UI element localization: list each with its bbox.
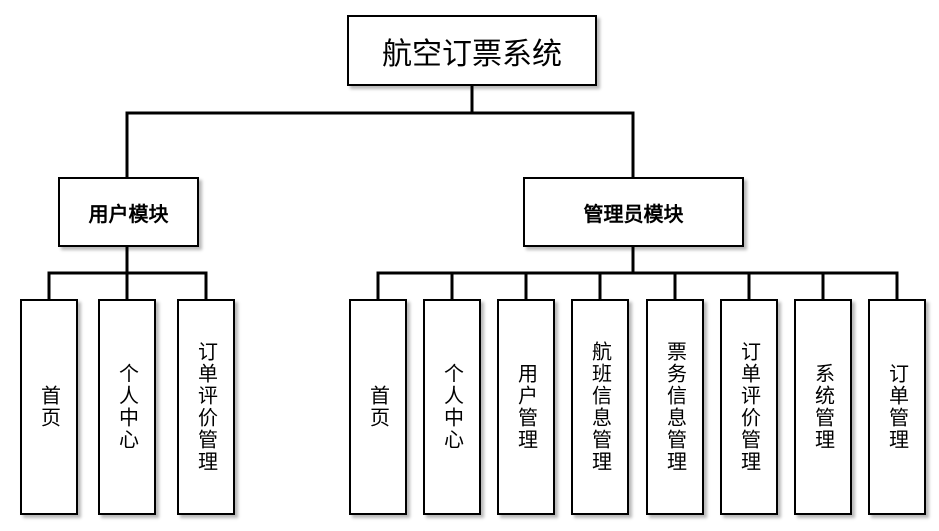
admin-leaf-node: 订单评价管理 xyxy=(720,299,778,515)
root-node: 航空订票系统 xyxy=(347,15,597,86)
user-leaf-node: 首页 xyxy=(20,299,78,515)
admin-leaf-node: 首页 xyxy=(349,299,407,515)
admin-leaf-node: 用户管理 xyxy=(497,299,555,515)
user-module-node: 用户模块 xyxy=(58,177,199,247)
admin-leaf-node: 系统管理 xyxy=(794,299,852,515)
admin-leaf-label: 系统管理 xyxy=(811,363,836,451)
admin-module-label: 管理员模块 xyxy=(583,201,684,226)
root-label: 航空订票系统 xyxy=(382,36,562,72)
admin-leaf-label: 首页 xyxy=(366,385,391,429)
admin-leaf-label: 个人中心 xyxy=(440,363,465,451)
admin-leaf-label: 航班信息管理 xyxy=(588,341,613,473)
admin-leaf-label: 票务信息管理 xyxy=(663,341,688,473)
user-leaf-node: 个人中心 xyxy=(98,299,156,515)
admin-leaf-node: 个人中心 xyxy=(423,299,481,515)
user-module-label: 用户模块 xyxy=(88,201,169,226)
admin-leaf-label: 订单管理 xyxy=(885,363,910,451)
admin-leaf-label: 订单评价管理 xyxy=(737,341,762,473)
admin-leaf-label: 用户管理 xyxy=(514,363,539,451)
admin-leaf-node: 航班信息管理 xyxy=(571,299,629,515)
admin-module-node: 管理员模块 xyxy=(523,177,744,247)
admin-leaf-node: 票务信息管理 xyxy=(646,299,704,515)
admin-leaf-node: 订单管理 xyxy=(868,299,926,515)
user-leaf-label: 首页 xyxy=(37,385,62,429)
user-leaf-label: 订单评价管理 xyxy=(194,341,219,473)
user-leaf-label: 个人中心 xyxy=(115,363,140,451)
user-leaf-node: 订单评价管理 xyxy=(177,299,235,515)
